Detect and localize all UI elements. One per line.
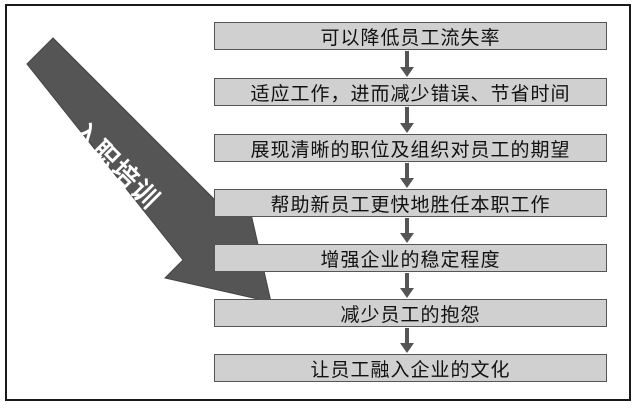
step-label: 适应工作，进而减少错误、节省时间 [250, 82, 571, 105]
step-label: 让员工融入企业的文化 [310, 358, 511, 381]
down-arrow-icon [400, 107, 414, 133]
step-box-2: 适应工作，进而减少错误、节省时间 [214, 78, 607, 106]
down-arrow-icon [400, 163, 414, 188]
step-label: 增强企业的稳定程度 [320, 248, 501, 271]
down-arrow-icon [400, 218, 414, 243]
step-label: 帮助新员工更快地胜任本职工作 [270, 193, 551, 216]
flow-arrows [400, 51, 414, 353]
down-arrow-icon [400, 328, 414, 353]
step-box-5: 增强企业的稳定程度 [214, 244, 607, 272]
step-box-7: 让员工融入企业的文化 [214, 354, 607, 382]
down-arrow-icon [400, 51, 414, 77]
step-label: 可以降低员工流失率 [320, 26, 501, 49]
step-box-1: 可以降低员工流失率 [214, 22, 607, 50]
step-box-3: 展现清晰的职位及组织对员工的期望 [214, 134, 607, 162]
step-box-6: 减少员工的抱怨 [214, 299, 607, 327]
step-label: 展现清晰的职位及组织对员工的期望 [250, 138, 571, 161]
step-label: 减少员工的抱怨 [340, 303, 481, 326]
step-box-4: 帮助新员工更快地胜任本职工作 [214, 189, 607, 217]
down-arrow-icon [400, 273, 414, 298]
diagram-frame: 入职培训 可以降低员工流失率 适应工作，进而减少错误、节省时间 展现清晰的职位及… [5, 4, 631, 401]
